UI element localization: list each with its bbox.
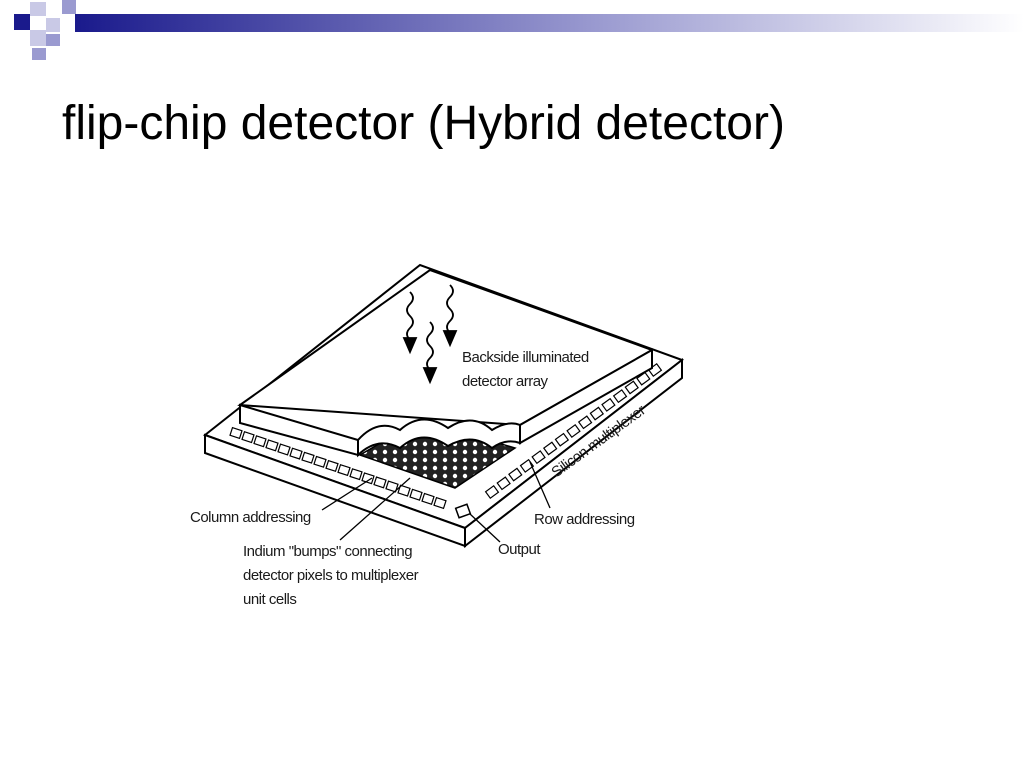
output-pad [454,503,472,519]
addressing-pad [531,450,546,465]
label-column-addressing: Column addressing [190,509,311,526]
addressing-pad [265,439,279,452]
label-output: Output [498,541,541,558]
addressing-pad [349,468,363,481]
addressing-pad [277,443,291,456]
leader-lines [321,461,551,543]
label-backside-1: Backside illuminated [462,349,589,366]
slide-title: flip-chip detector (Hybrid detector) [62,97,785,150]
addressing-pad [542,441,558,456]
output-leader [469,513,501,543]
arrowhead-3 [422,367,438,385]
deco-square-light [32,48,46,60]
addressing-pad [229,426,243,440]
addressing-pad [241,431,255,444]
label-row-addressing: Row addressing [534,511,635,528]
addressing-pad [289,447,303,460]
label-backside-2: detector array [462,373,549,390]
addressing-pad [325,459,339,473]
detector-cutaway [357,418,521,458]
arrowhead-1 [402,337,418,355]
arrowhead-2 [442,330,458,348]
wavy-arrow-2 [446,284,454,334]
deco-square-mid [62,0,76,14]
corner-decoration [14,0,1024,60]
wavy-arrow-1 [406,291,414,341]
radiation-arrows [402,284,458,385]
addressing-pad [484,484,500,500]
deco-square-light [30,30,46,46]
addressing-pad [601,397,616,412]
addressing-pad [433,496,447,510]
addressing-pad [253,435,267,448]
label-indium-3: unit cells [243,591,296,608]
row-pads [484,362,663,500]
addressing-pad [566,423,581,439]
row-leader [529,461,551,509]
deco-square-light [30,2,46,16]
detector-slab [237,268,655,458]
addressing-pad [508,467,523,482]
deco-square-mid [46,34,60,46]
addressing-pad [385,480,399,493]
addressing-pad [373,476,387,489]
addressing-pad [397,484,411,497]
addressing-pad [313,455,327,468]
addressing-pad [624,380,639,395]
accent-bar [75,14,1024,32]
addressing-pad [409,488,423,501]
multiplexer-side [464,357,683,549]
column-pads [229,426,447,510]
label-indium-2: detector pixels to multiplexer [243,567,419,584]
deco-square-mid [46,18,60,32]
addressing-pad [612,389,628,404]
addressing-pad [301,451,315,464]
wavy-arrow-3 [426,321,434,371]
addressing-pad [421,492,435,505]
addressing-pad [636,371,651,386]
addressing-pad [577,415,593,430]
indium-leader [339,477,411,541]
label-indium-1: Indium "bumps" connecting [243,543,412,560]
addressing-pad [589,406,605,421]
addressing-pad [496,476,511,491]
addressing-pad [554,432,570,447]
addressing-pad [337,463,351,477]
column-leader [321,477,373,511]
deco-square-dark [14,14,30,30]
